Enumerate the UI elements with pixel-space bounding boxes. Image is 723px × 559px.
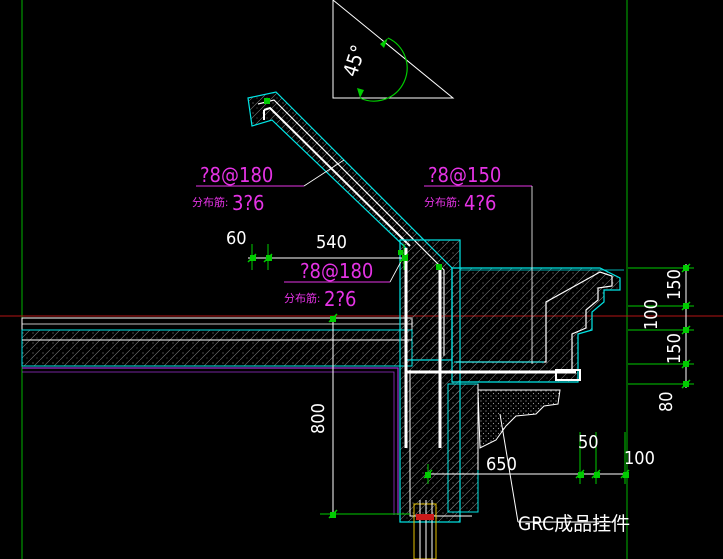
rebar-annotation-3: ?8@180 分布筋: 2?6	[284, 255, 405, 311]
dim-r80-label: 80	[656, 391, 677, 412]
rebar-main-label: ?8@180	[300, 259, 373, 283]
grc-ornament	[477, 384, 561, 470]
gutter-cornice	[406, 267, 624, 383]
rebar-annotation-1: ?8@180 分布筋: 3?6	[192, 159, 345, 215]
dim-650-label: 650	[486, 454, 517, 475]
rebar-dist-value: 2?6	[324, 287, 356, 311]
dim-r100-label: 100	[641, 299, 662, 330]
dim-60-label: 60	[226, 228, 247, 249]
rebar-main-label: ?8@150	[428, 163, 501, 187]
floor-slab	[21, 317, 413, 515]
grc-label: GRC成品挂件	[518, 513, 630, 535]
dim-800-label: 800	[308, 403, 329, 434]
angle-triangle: 45°	[332, 0, 455, 102]
dim-50-label: 50	[578, 432, 599, 453]
window-frame	[413, 500, 437, 559]
dim-100-label: 100	[624, 448, 655, 469]
dimension-right-column: 150 100 150 80	[628, 263, 694, 412]
rebar-dist-prefix: 分布筋:	[424, 195, 460, 209]
reference-points	[250, 98, 689, 518]
dim-r150a-label: 150	[664, 269, 685, 300]
rebar-main-label: ?8@180	[200, 163, 273, 187]
dim-r150b-label: 150	[664, 333, 685, 364]
rebar-dist-value: 3?6	[232, 191, 264, 215]
angle-label: 45°	[338, 42, 371, 80]
rebar-dist-prefix: 分布筋:	[284, 291, 320, 305]
grc-callout: GRC成品挂件	[499, 413, 630, 535]
rebar-dist-prefix: 分布筋:	[192, 195, 228, 209]
rebar-dist-value: 4?6	[464, 191, 496, 215]
rebar-annotation-2: ?8@150 分布筋: 4?6	[424, 163, 533, 364]
dim-540-label: 540	[316, 232, 347, 253]
